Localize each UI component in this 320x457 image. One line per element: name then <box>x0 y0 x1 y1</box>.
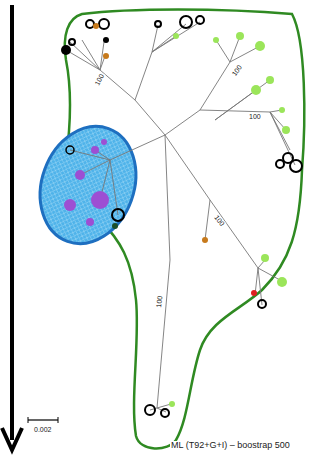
bootstrap-value: 100 <box>212 213 226 228</box>
bootstrap-value: 100 <box>248 113 262 120</box>
taxa <box>61 16 302 417</box>
arrow-line <box>10 5 14 440</box>
scale-label: 0.002 <box>33 426 53 433</box>
arrow-head <box>2 428 22 450</box>
bootstrap-value: 100 <box>155 294 163 308</box>
method-note: ML (T92+G+I) – boostrap 500 <box>170 441 291 450</box>
cluster-highlight <box>24 113 151 257</box>
bootstrap-value: 100 <box>230 63 244 78</box>
tree-branches <box>66 22 295 412</box>
bootstrap-value: 100 <box>93 72 106 87</box>
scale-bar <box>28 419 58 420</box>
